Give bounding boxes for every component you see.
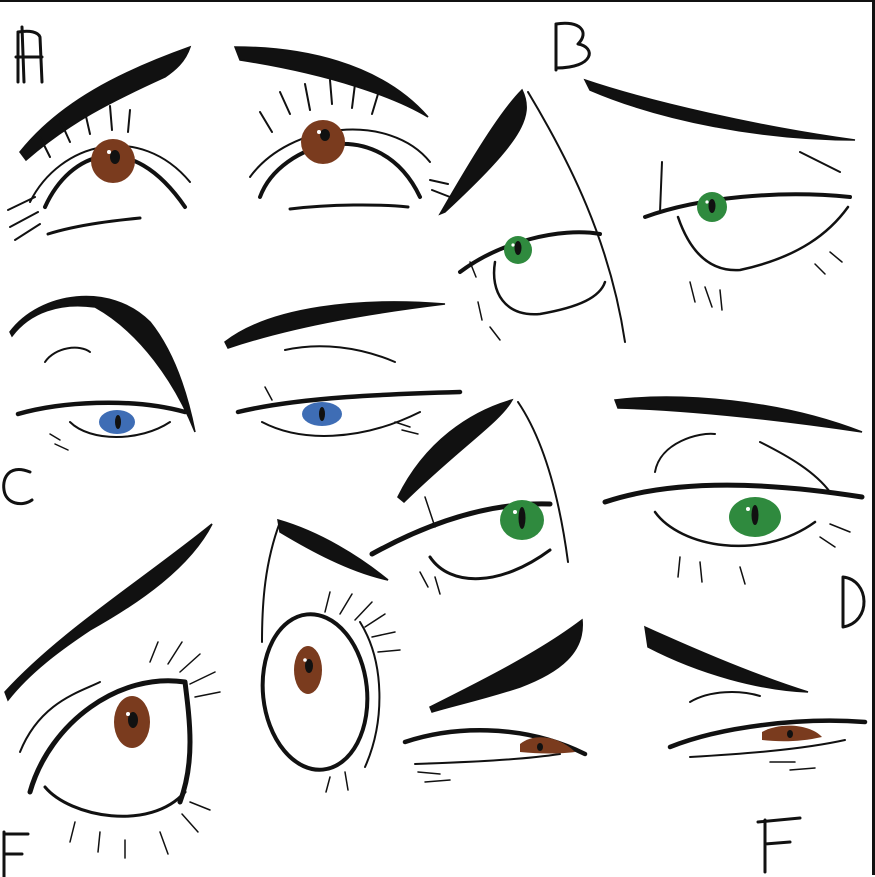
panel-b-right-eye xyxy=(643,151,852,311)
panel-e-left-eyebrow xyxy=(4,523,213,702)
panel-c-left-eyebrow xyxy=(9,295,196,433)
panel-d-left-eyebrow xyxy=(397,398,514,504)
panel-f-right-eye xyxy=(667,691,868,771)
panel-c xyxy=(9,295,463,451)
panel-b xyxy=(438,78,856,343)
panel-f-left-eye xyxy=(402,728,588,783)
panel-d-left-eye xyxy=(369,496,553,595)
panel-e-right-eye xyxy=(260,591,401,793)
panel-a-right-eyebrow xyxy=(233,46,429,118)
panel-c-right-eyebrow xyxy=(224,301,446,349)
panel-b-right-eyebrow xyxy=(583,78,856,141)
panel-f-right-eyebrow xyxy=(644,625,809,693)
letter-d-mark xyxy=(841,575,866,629)
panel-a-right-eye xyxy=(249,79,451,211)
panel-c-right-eye xyxy=(235,345,463,437)
panel-b-nose-line xyxy=(527,91,626,343)
panel-e xyxy=(4,518,401,859)
letter-a-mark xyxy=(14,25,44,84)
panel-a-left-eyebrow xyxy=(19,45,192,162)
panel-b-left-eye xyxy=(458,230,607,341)
panel-d xyxy=(369,396,865,595)
letter-f-mark xyxy=(756,816,802,874)
panel-d-right-eyebrow xyxy=(613,396,863,433)
panel-e-right-eyebrow xyxy=(277,518,389,581)
panel-c-left-eye xyxy=(15,346,188,451)
letter-e-mark xyxy=(2,830,30,877)
panel-f xyxy=(402,618,868,783)
panel-f-left-eyebrow xyxy=(429,618,583,713)
panel-a xyxy=(7,45,451,241)
panel-d-nose-line xyxy=(517,401,569,563)
panel-d-right-eye xyxy=(602,432,865,585)
panel-e-left-eye xyxy=(19,641,221,859)
letter-b-mark xyxy=(554,21,591,72)
panel-e-nose-line xyxy=(261,521,281,643)
panel-b-left-eyebrow xyxy=(438,88,527,216)
letter-c-mark xyxy=(2,468,34,506)
panel-a-left-eye xyxy=(7,105,191,241)
